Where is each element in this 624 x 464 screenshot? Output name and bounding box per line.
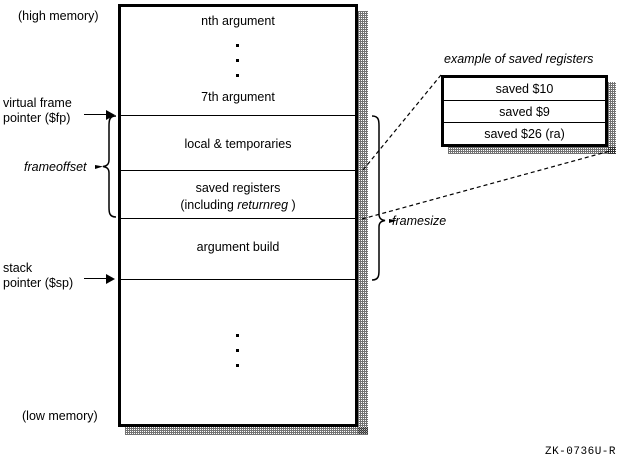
framesize-label: framesize (392, 214, 447, 228)
detail-row: saved $26 (ra) (444, 122, 605, 144)
saved-registers-detail-box: saved $10 saved $9 saved $26 (ra) (441, 75, 608, 147)
fp-arrow-shaft (84, 114, 108, 115)
detail-box-shadow-right (608, 82, 616, 154)
stack-pointer-label: stack pointer ($sp) (3, 261, 73, 291)
high-memory-label: (high memory) (18, 9, 99, 23)
leader-line-lower (361, 150, 611, 220)
frameoffset-label: frameoffset (24, 160, 87, 174)
figure-id-code: ZK-0736U-R (544, 446, 616, 458)
detail-box-shadow-bottom (448, 147, 616, 154)
sp-arrow-head-icon (106, 274, 115, 284)
stack-pointer-label-line2: pointer ($sp) (3, 276, 74, 290)
segment-label-saved-registers: saved registers (195, 181, 281, 195)
segment-label-local-and-temporaries: local & temporaries (184, 137, 292, 151)
sp-arrow-shaft (84, 278, 108, 279)
framesize-bracket (371, 115, 397, 281)
stack-box-shadow-bottom (125, 427, 368, 435)
stack-ellipsis-bottom (236, 334, 239, 379)
virtual-frame-pointer-label-line1: virtual frame (3, 96, 72, 110)
segment-label-seventh-argument: 7th argument (201, 90, 275, 104)
returnreg-text: returnreg (237, 198, 289, 212)
detail-row-label: saved $10 (495, 82, 554, 96)
virtual-frame-pointer-label: virtual frame pointer ($fp) (3, 96, 72, 126)
divider-locals-saved (118, 170, 358, 171)
leader-line-upper (362, 74, 442, 171)
low-memory-label: (low memory) (22, 409, 98, 423)
detail-row-label: saved $9 (499, 105, 550, 119)
detail-row: saved $9 (444, 100, 605, 122)
argument-ellipsis-top (236, 44, 239, 89)
frameoffset-bracket (95, 115, 117, 218)
stack-pointer-label-line1: stack (3, 261, 33, 275)
including-text: (including (180, 198, 238, 212)
divider-sp (118, 279, 358, 280)
segment-label-nth-argument: nth argument (201, 14, 275, 28)
detail-row-label: saved $26 (ra) (484, 127, 565, 141)
detail-box-caption: example of saved registers (444, 52, 594, 66)
stack-box-shadow-right (358, 11, 368, 434)
segment-label-argument-build: argument build (196, 240, 280, 254)
divider-fp (118, 115, 358, 116)
closing-paren-text: ) (288, 198, 296, 212)
detail-row: saved $10 (444, 78, 605, 100)
segment-label-saved-registers-sub: (including returnreg ) (118, 197, 358, 213)
virtual-frame-pointer-label-line2: pointer ($fp) (3, 111, 71, 125)
divider-saved-argbuild (118, 218, 358, 219)
fp-arrow-head-icon (106, 110, 115, 120)
